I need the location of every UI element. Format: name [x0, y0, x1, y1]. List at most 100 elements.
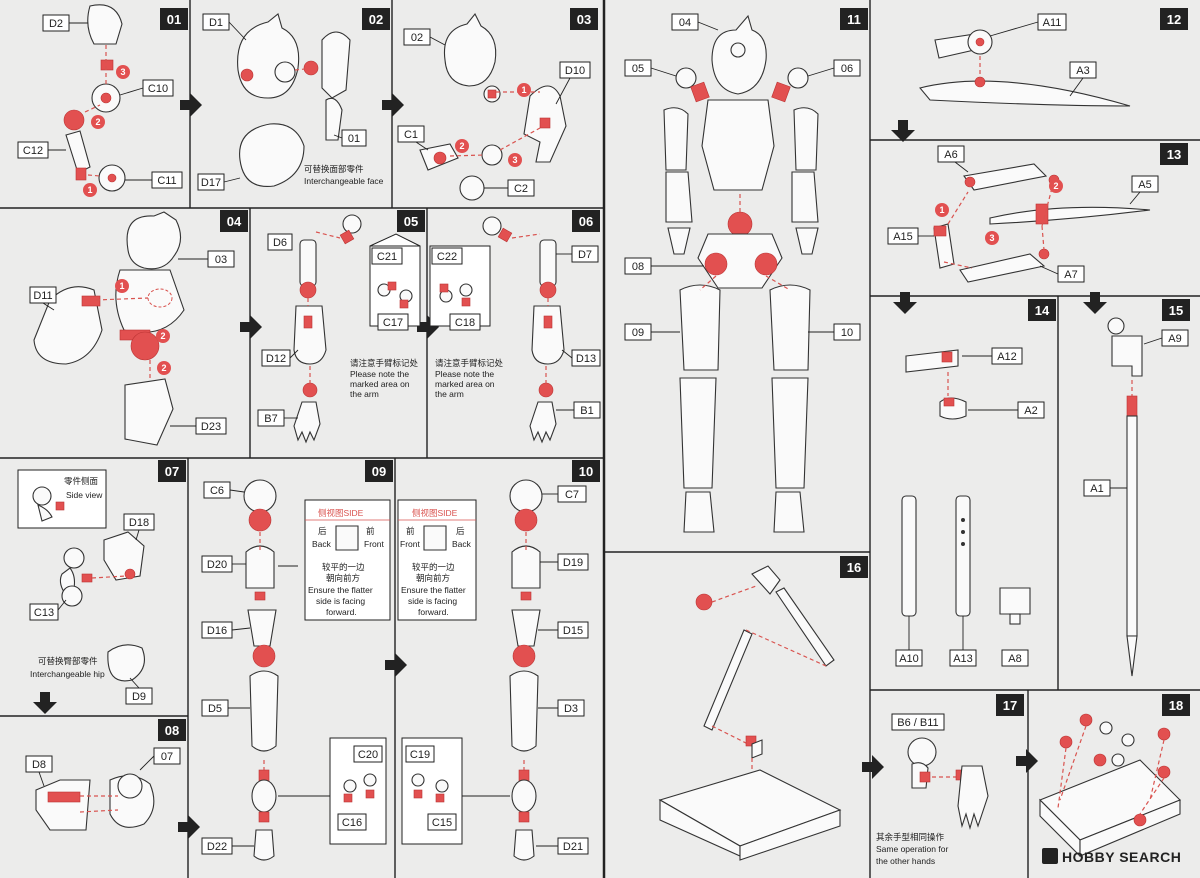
part-label: C16 — [342, 817, 362, 829]
step-09: 09 — [372, 464, 386, 479]
arrow-right-icon — [178, 815, 200, 839]
svg-text:the arm: the arm — [350, 389, 379, 399]
svg-text:侧视图SIDE: 侧视图SIDE — [318, 508, 364, 518]
part-label: 05 — [632, 63, 644, 75]
part-label: 07 — [161, 751, 173, 763]
svg-text:侧视图SIDE: 侧视图SIDE — [412, 508, 458, 518]
part-label: A15 — [893, 231, 913, 243]
step-18: 18 — [1169, 698, 1183, 713]
part-label: D12 — [266, 353, 286, 365]
step-09-panel: 侧视图SIDE 后 Back 前 Front 较平的一边 朝向前方 Ensure… — [201, 479, 391, 861]
svg-text:零件侧面: 零件侧面 — [64, 476, 99, 486]
svg-text:Ensure the flatter: Ensure the flatter — [308, 585, 373, 595]
part-label: C13 — [34, 607, 54, 619]
part-label: D2 — [49, 18, 63, 30]
step-03: 03 — [577, 12, 591, 27]
svg-text:Ensure the flatter: Ensure the flatter — [401, 585, 466, 595]
part-label: D18 — [129, 517, 149, 529]
svg-text:the other hands: the other hands — [876, 856, 935, 866]
step-15: 15 — [1169, 303, 1183, 318]
svg-text:2: 2 — [161, 363, 166, 373]
step-13: 13 — [1167, 147, 1181, 162]
svg-text:Back: Back — [312, 539, 332, 549]
part-label: C18 — [455, 317, 475, 329]
svg-text:后: 后 — [318, 526, 327, 536]
part-label: C7 — [565, 489, 579, 501]
step-16: 16 — [847, 560, 861, 575]
arrow-right-icon — [862, 755, 884, 779]
step-15-panel: A9 A1 — [1083, 317, 1189, 677]
part-label: D16 — [207, 625, 227, 637]
step-12: 12 — [1167, 12, 1181, 27]
part-label: A2 — [1024, 405, 1037, 417]
svg-text:朝向前方: 朝向前方 — [416, 573, 450, 583]
part-label: C15 — [432, 817, 452, 829]
arrow-right-icon — [240, 315, 262, 339]
svg-text:后: 后 — [456, 526, 465, 536]
svg-text:marked area on: marked area on — [435, 379, 495, 389]
arrow-right-icon — [385, 653, 407, 677]
svg-text:side is facing: side is facing — [316, 596, 365, 606]
part-label: A9 — [1168, 333, 1181, 345]
step-02: 02 — [369, 12, 383, 27]
step-06-panel: C22 C18 D7 D13 B1 请注意手臂标记处 Please note t… — [429, 216, 601, 444]
part-label: C10 — [148, 83, 168, 95]
svg-text:朝向前方: 朝向前方 — [326, 573, 360, 583]
svg-text:Interchangeable hip: Interchangeable hip — [30, 669, 105, 679]
part-label: D1 — [209, 17, 223, 29]
part-label: C19 — [410, 749, 430, 761]
svg-text:1: 1 — [939, 205, 944, 215]
step-03-panel: 1 2 3 02 D10 C1 C2 — [397, 12, 591, 201]
svg-text:marked area on: marked area on — [350, 379, 410, 389]
svg-text:Please note the: Please note the — [435, 369, 494, 379]
part-label: A3 — [1076, 65, 1089, 77]
step-17-panel: B6 / B11 其余手型相同操作 Same operation for the… — [876, 713, 989, 866]
part-label: C21 — [377, 251, 397, 263]
svg-text:1: 1 — [119, 281, 124, 291]
part-label: D10 — [565, 65, 585, 77]
step-02-panel: D1 01 D17 可替换面部零件 Interchangeable face — [197, 13, 384, 191]
svg-text:3: 3 — [989, 233, 994, 243]
part-label: A10 — [899, 653, 919, 665]
arrow-down-icon — [1083, 292, 1107, 314]
svg-text:side is facing: side is facing — [408, 596, 457, 606]
step-08-panel: D8 07 — [25, 747, 181, 831]
svg-text:2: 2 — [160, 331, 165, 341]
part-label: D3 — [564, 703, 578, 715]
part-label: D6 — [273, 237, 287, 249]
part-label: C22 — [437, 251, 457, 263]
part-label: 01 — [348, 133, 360, 145]
svg-text:请注意手臂标记处: 请注意手臂标记处 — [435, 358, 504, 368]
step-13-panel: 1 2 3 A6 A5 A15 A7 — [887, 145, 1159, 283]
svg-text:forward.: forward. — [326, 607, 357, 617]
svg-text:Same operation for: Same operation for — [876, 844, 948, 854]
part-label: B1 — [580, 405, 593, 417]
step-04-panel: 1 2 2 03 D11 D23 — [29, 211, 235, 446]
svg-text:可替换臀部零件: 可替换臀部零件 — [38, 656, 98, 666]
part-label: C2 — [514, 183, 528, 195]
svg-text:前: 前 — [366, 526, 375, 536]
step-14-panel: A12 A2 A10 A13 A8 — [895, 347, 1045, 667]
part-label: C6 — [210, 485, 224, 497]
part-label: D7 — [578, 249, 592, 261]
part-label: D15 — [563, 625, 583, 637]
part-label: D8 — [32, 759, 46, 771]
step-badges: 01 02 03 04 05 06 07 08 09 10 11 12 13 1… — [158, 8, 1190, 741]
part-label: 09 — [632, 327, 644, 339]
part-label: D9 — [132, 691, 146, 703]
part-label: C20 — [358, 749, 378, 761]
step-07-panel: 零件侧面 Side view D18 C13 D9 可替换臀部零件 Interc… — [17, 469, 155, 705]
step-16-panel — [658, 565, 842, 861]
part-label: A8 — [1008, 653, 1021, 665]
svg-text:3: 3 — [120, 67, 125, 77]
step-04: 04 — [227, 214, 242, 229]
part-label: D13 — [576, 353, 596, 365]
svg-text:前: 前 — [406, 526, 415, 536]
part-label: 10 — [841, 327, 853, 339]
part-label: 02 — [411, 32, 423, 44]
svg-text:the arm: the arm — [435, 389, 464, 399]
svg-text:2: 2 — [95, 117, 100, 127]
part-label: A5 — [1138, 179, 1151, 191]
